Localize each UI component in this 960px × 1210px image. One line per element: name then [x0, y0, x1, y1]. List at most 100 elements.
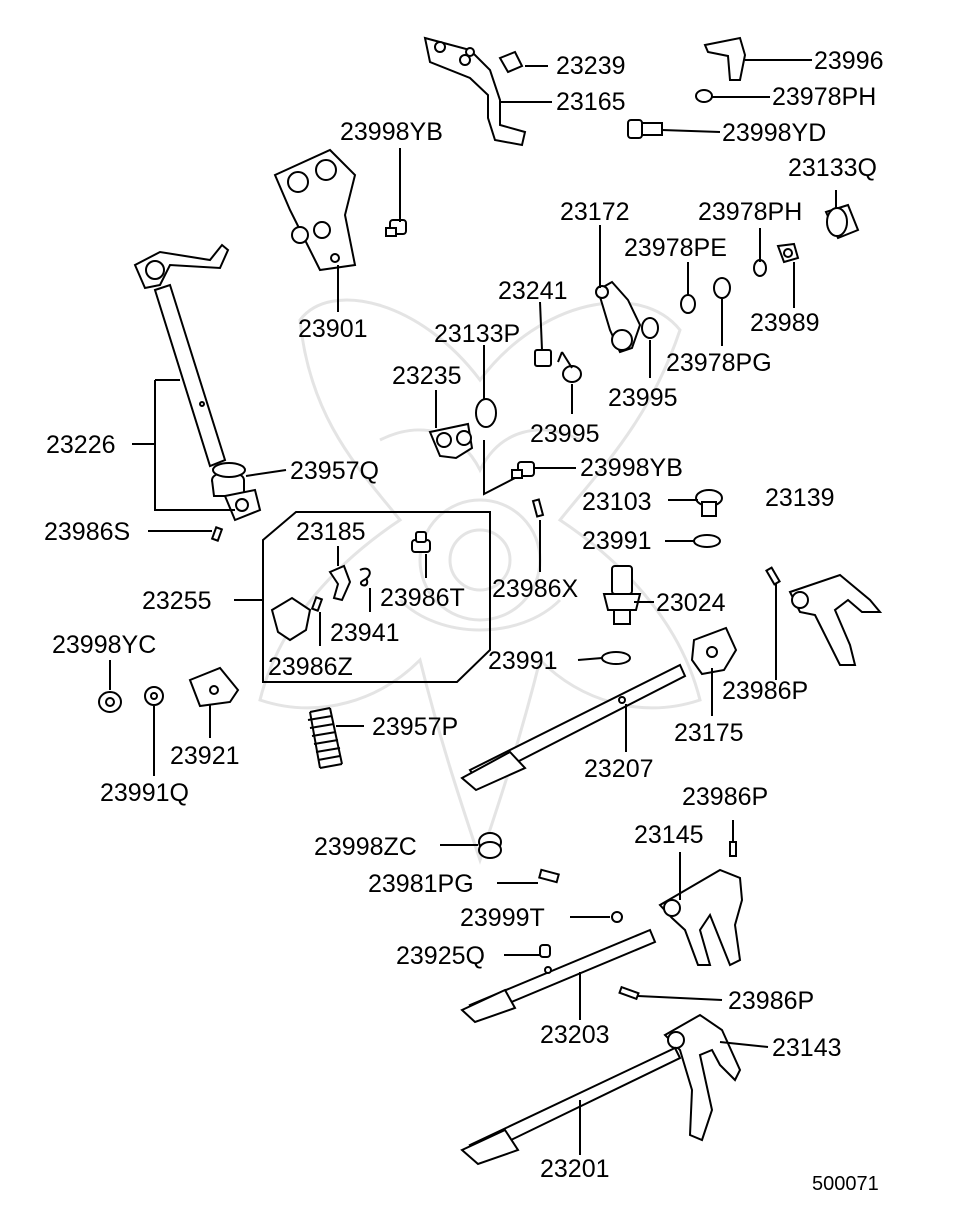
- label-23995-b: 23995: [530, 420, 600, 448]
- label-23921: 23921: [170, 742, 240, 770]
- plug-23103: [695, 489, 723, 517]
- label-23024: 23024: [656, 589, 726, 617]
- label-23925Q: 23925Q: [396, 942, 485, 970]
- shaft-23203: [460, 928, 657, 1024]
- label-23998YB-b: 23998YB: [580, 454, 683, 482]
- bushing-23957Q: [211, 462, 246, 497]
- group-box-23255: [262, 511, 491, 683]
- label-23175: 23175: [674, 719, 744, 747]
- bracket-23165: [423, 36, 527, 147]
- label-23255: 23255: [142, 587, 212, 615]
- label-23991-a: 23991: [582, 527, 652, 555]
- shaft-23226: [133, 243, 230, 468]
- pin-23986S: [210, 526, 224, 542]
- washer-23998YC: [98, 691, 122, 713]
- pin-23981PG: [538, 868, 560, 884]
- label-23133Q: 23133Q: [788, 154, 877, 182]
- label-23991-b: 23991: [488, 647, 558, 675]
- label-23986T: 23986T: [380, 584, 465, 612]
- label-23957P: 23957P: [372, 713, 458, 741]
- bolt-23998YD: [627, 119, 663, 139]
- ball-23999T: [611, 911, 623, 923]
- pin-23986X: [531, 498, 545, 518]
- label-23991Q: 23991Q: [100, 779, 189, 807]
- label-23995-a: 23995: [608, 384, 678, 412]
- detent-23986Z: [270, 596, 312, 642]
- label-23145: 23145: [634, 821, 704, 849]
- label-23139: 23139: [765, 484, 835, 512]
- label-23226: 23226: [46, 431, 116, 459]
- bolt-23998YB-a: [385, 219, 407, 237]
- fork-23139: [788, 573, 883, 666]
- lever-23172: [595, 280, 642, 354]
- pin-23986Z: [310, 596, 324, 612]
- label-23978PH-a: 23978PH: [772, 83, 876, 111]
- label-23986S: 23986S: [44, 518, 130, 546]
- pin-23986P-b: [729, 841, 737, 857]
- spring-23957P: [307, 707, 343, 769]
- label-23978PH-b: 23978PH: [698, 198, 802, 226]
- plug-23998ZC: [478, 832, 502, 859]
- label-23165: 23165: [556, 88, 626, 116]
- label-23981PG: 23981PG: [368, 870, 474, 898]
- leader-lines: [109, 59, 837, 1155]
- label-23103: 23103: [582, 488, 652, 516]
- shaft-23201: [460, 1046, 682, 1166]
- label-23235: 23235: [392, 362, 462, 390]
- nut-23241: [534, 349, 552, 367]
- label-23998YB-a: 23998YB: [340, 118, 443, 146]
- label-23998YD: 23998YD: [722, 119, 826, 147]
- label-23172: 23172: [560, 198, 630, 226]
- gasket-23991-b: [601, 651, 631, 665]
- label-23133P: 23133P: [434, 320, 520, 348]
- fork-23145: [658, 868, 744, 967]
- label-23241: 23241: [498, 277, 568, 305]
- washer-23978PE: [680, 294, 696, 314]
- label-23185: 23185: [296, 518, 366, 546]
- clip-23239: [498, 50, 524, 74]
- bracket-23996: [703, 36, 747, 81]
- part-labels: 23239 23996 23165 23978PH 23998YB 23998Y…: [44, 47, 884, 1195]
- gasket-23991-a: [693, 534, 721, 548]
- bolt-23998YB-b: [511, 461, 535, 479]
- pin-23986P-c: [618, 985, 640, 1001]
- block-23921: [188, 666, 240, 708]
- label-23201: 23201: [540, 1155, 610, 1183]
- label-23957Q: 23957Q: [290, 457, 379, 485]
- pin-23986T: [411, 531, 431, 553]
- collar-23226: [223, 488, 262, 522]
- spring-23941: [359, 567, 371, 587]
- cap-23133Q: [824, 203, 860, 240]
- label-23986P-b: 23986P: [682, 783, 768, 811]
- shaft-23207: [460, 663, 687, 792]
- fork-23143: [663, 1013, 742, 1142]
- nut-23989: [776, 242, 800, 264]
- washer-23978PG: [713, 277, 731, 299]
- label-23989: 23989: [750, 309, 820, 337]
- washer-23978PH-b: [753, 259, 767, 277]
- label-23998YC: 23998YC: [52, 631, 156, 659]
- label-23998ZC: 23998ZC: [314, 833, 417, 861]
- washer-23995-b: [641, 317, 659, 339]
- lever-23185: [328, 564, 352, 602]
- label-23986P-a: 23986P: [722, 677, 808, 705]
- ring-23133P: [475, 398, 497, 428]
- label-23978PE: 23978PE: [624, 234, 727, 262]
- label-23207: 23207: [584, 755, 654, 783]
- pin-23925Q: [539, 944, 551, 958]
- lever-23235: [428, 422, 474, 460]
- label-23986X: 23986X: [492, 575, 579, 603]
- label-23203: 23203: [540, 1021, 610, 1049]
- bracket-23901: [273, 148, 357, 272]
- label-23999T: 23999T: [460, 904, 545, 932]
- label-23901: 23901: [298, 315, 368, 343]
- label-23941: 23941: [330, 619, 400, 647]
- label-23986P-c: 23986P: [728, 987, 814, 1015]
- switch-23024: [602, 565, 642, 625]
- washer-23978PH-a: [695, 89, 713, 103]
- diagram-reference-number: 500071: [812, 1173, 879, 1195]
- pin-23986P-a: [765, 566, 781, 586]
- label-23143: 23143: [772, 1034, 842, 1062]
- washer-23995-a: [562, 365, 582, 383]
